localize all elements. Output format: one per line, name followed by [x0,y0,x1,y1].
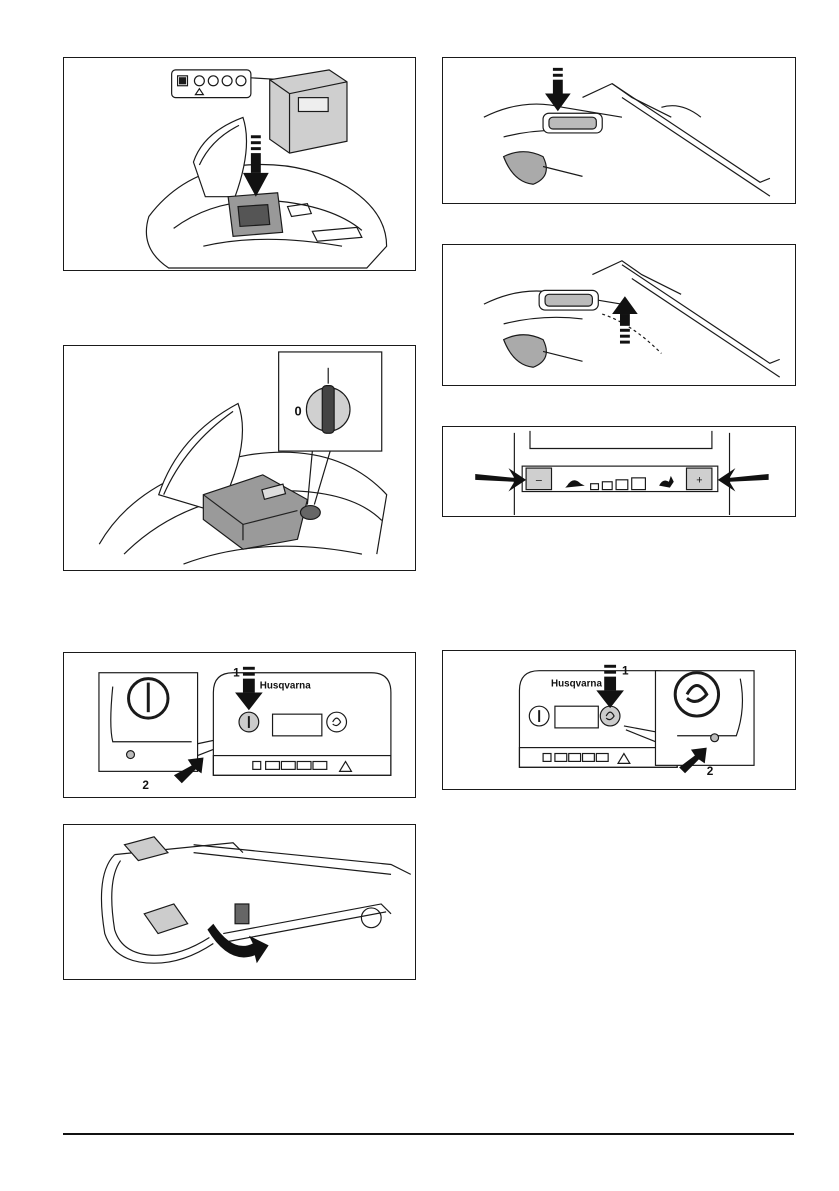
figure-battery-insert [63,57,416,271]
figure-speed-control: – + [442,426,796,517]
power-on-illustration: Husqvarna 1 2 [64,653,415,797]
callout-number-2: 2 [707,764,714,778]
brand-logo: Husqvarna [260,681,311,692]
callout-number-1: 1 [622,664,629,678]
speed-control-illustration: – + [443,427,795,516]
figure-power-on: Husqvarna 1 2 [63,652,416,798]
figure-handle-fold [63,824,416,980]
footer-rule [63,1133,794,1135]
callout-number-2: 2 [142,778,149,792]
figure-eco-mode: Husqvarna 1 2 [442,650,796,790]
brand-logo: Husqvarna [551,678,602,689]
handle-fold-illustration [64,825,415,979]
speed-decrease-label: – [536,475,542,487]
speed-increase-label: + [696,475,702,487]
figure-bail-release [442,244,796,386]
figure-bail-press [442,57,796,204]
safety-key-illustration: 0 [64,346,415,570]
eco-mode-illustration: Husqvarna 1 2 [443,651,795,789]
battery-insert-illustration [64,58,415,270]
key-position-label: 0 [295,403,302,418]
bail-release-illustration [443,245,795,385]
callout-number-1: 1 [233,666,240,680]
bail-press-illustration [443,58,795,203]
figure-safety-key: 0 [63,345,416,571]
